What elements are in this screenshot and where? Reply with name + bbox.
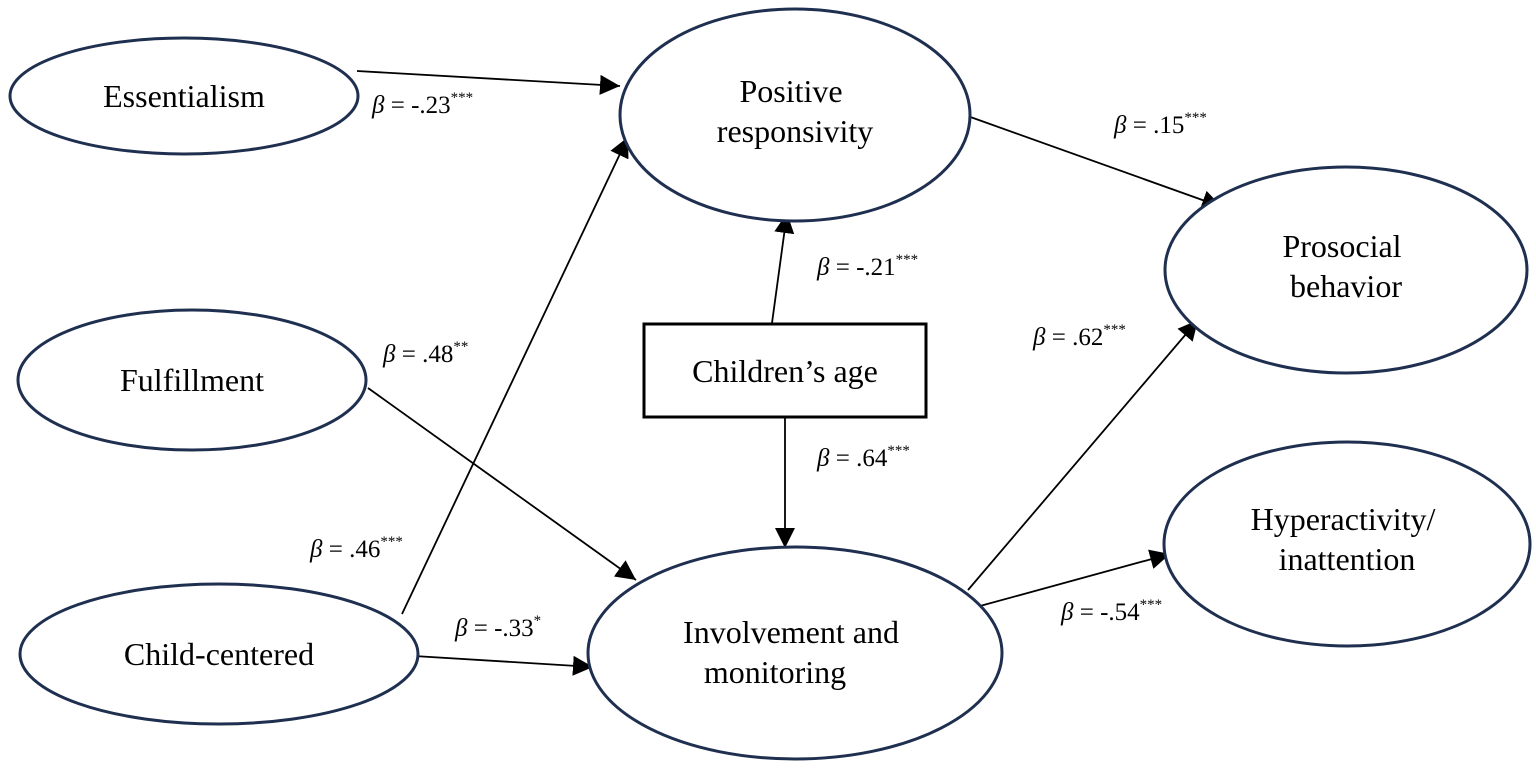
coef-essentialism-to-positive-responsivity: β = -.23*** xyxy=(371,90,473,119)
node-essentialism: Essentialism xyxy=(8,36,360,156)
edge-involvement-to-hyperactivity xyxy=(979,549,1171,607)
coef-age-to-involvement: β = .64*** xyxy=(816,443,910,472)
node-involvement-monitoring: Involvement and monitoring xyxy=(586,545,1004,761)
node-fulfillment: Fulfillment xyxy=(16,308,368,452)
node-positive-responsivity-line1: Positive xyxy=(739,73,842,109)
coef-involvement-to-hyperactivity: β = -.54*** xyxy=(1060,597,1162,626)
node-essentialism-ellipse xyxy=(8,36,360,156)
edge-child-centered-to-positive-responsivity xyxy=(401,136,629,615)
edge-involvement-to-prosocial xyxy=(967,319,1199,591)
node-hyperactivity-inattention-line2: inattention xyxy=(1279,541,1416,577)
node-involvement-monitoring-label: Involvement and monitoring xyxy=(683,614,907,690)
node-involvement-monitoring-line2: monitoring xyxy=(704,654,846,690)
node-hyperactivity-inattention-line1: Hyperactivity/ xyxy=(1251,501,1436,537)
edges xyxy=(356,70,1223,676)
coef-age-to-positive-responsivity: β = -.21*** xyxy=(816,252,918,281)
coef-child-centered-to-involvement: β = -.33* xyxy=(454,613,541,642)
node-essentialism-label: Essentialism xyxy=(103,78,265,114)
edge-fulfillment-to-involvement xyxy=(367,387,637,581)
node-involvement-monitoring-line1: Involvement and xyxy=(683,614,899,650)
edge-age-to-positive-responsivity xyxy=(771,212,795,324)
node-child-centered-label: Child-centered xyxy=(124,636,314,672)
node-childrens-age: Children’s age xyxy=(642,322,928,419)
node-prosocial-behavior-line2: behavior xyxy=(1290,268,1402,304)
node-prosocial-behavior-label: Prosocial behavior xyxy=(1282,228,1409,304)
node-childrens-age-label: Children’s age xyxy=(692,353,878,389)
node-positive-responsivity-line2: responsivity xyxy=(717,113,873,149)
node-fulfillment-label: Fulfillment xyxy=(120,362,264,398)
node-prosocial-behavior-ellipse xyxy=(1163,165,1529,375)
node-child-centered: Child-centered xyxy=(18,582,420,726)
node-positive-responsivity: Positive responsivity xyxy=(618,7,972,223)
coef-involvement-to-prosocial: β = .62*** xyxy=(1032,322,1126,351)
coefficient-labels: β = -.23*** β = .48** β = .46*** β = -.3… xyxy=(309,90,1207,642)
node-child-centered-ellipse xyxy=(18,582,420,726)
node-childrens-age-box xyxy=(642,322,928,419)
edge-positive-responsivity-to-prosocial xyxy=(961,113,1223,210)
node-positive-responsivity-label: Positive responsivity xyxy=(717,73,873,149)
coef-fulfillment-to-involvement: β = .48** xyxy=(382,339,468,368)
node-hyperactivity-inattention: Hyperactivity/ inattention xyxy=(1162,440,1532,648)
coef-child-centered-to-positive-responsivity: β = .46*** xyxy=(309,534,403,563)
node-involvement-monitoring-ellipse xyxy=(586,545,1004,761)
node-prosocial-behavior-line1: Prosocial xyxy=(1282,228,1401,264)
node-hyperactivity-inattention-ellipse xyxy=(1162,440,1532,648)
node-positive-responsivity-ellipse xyxy=(618,7,972,223)
node-fulfillment-ellipse xyxy=(16,308,368,452)
node-prosocial-behavior: Prosocial behavior xyxy=(1163,165,1529,375)
edge-child-centered-to-involvement xyxy=(413,655,594,676)
coef-positive-responsivity-to-prosocial: β = .15*** xyxy=(1113,110,1207,139)
node-hyperactivity-inattention-label: Hyperactivity/ inattention xyxy=(1251,501,1444,577)
edge-essentialism-to-positive-responsivity xyxy=(356,70,621,95)
